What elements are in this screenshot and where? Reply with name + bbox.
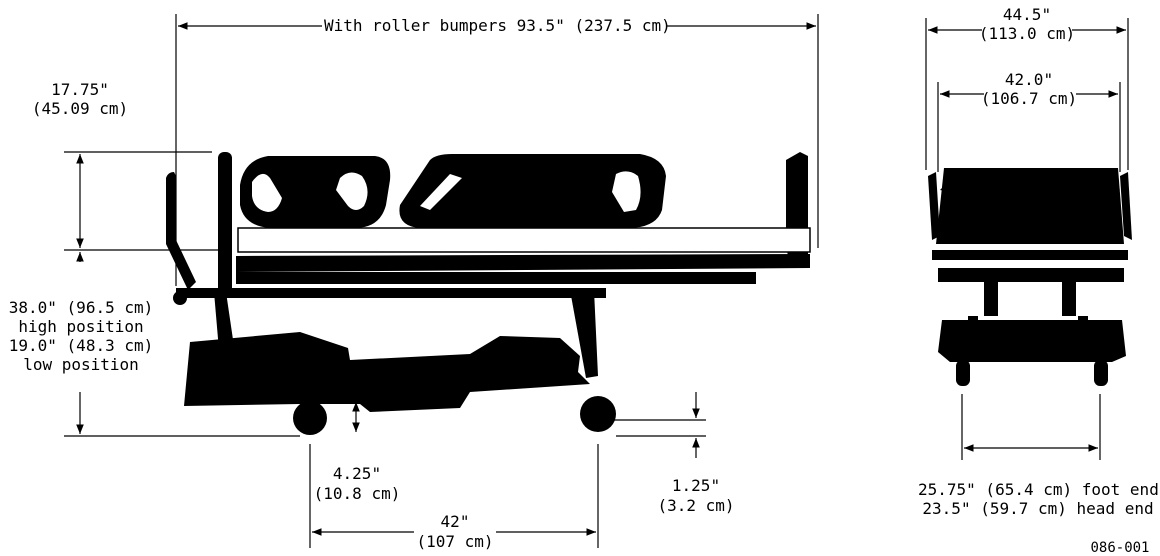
underbed-clearance-in-label: 4.25" bbox=[332, 464, 382, 483]
caster-width-foot-label: 25.75" (65.4 cm) foot end bbox=[918, 480, 1159, 499]
frame-clearance-in-label: 1.25" bbox=[671, 476, 721, 495]
end-view-caster-right bbox=[1094, 360, 1108, 386]
end-view-column-left bbox=[984, 282, 998, 316]
end-view-caster-left bbox=[956, 360, 970, 386]
foot-side-rail bbox=[399, 154, 666, 228]
caster-width-head-label: 23.5" (59.7 cm) head end bbox=[922, 499, 1154, 518]
end-view-bed bbox=[928, 168, 1132, 386]
rail-height-in-label: 17.75" bbox=[51, 80, 109, 99]
overall-length-label: With roller bumpers 93.5" (237.5 cm) bbox=[324, 16, 671, 35]
base-frame bbox=[184, 332, 590, 412]
frame-width-in-label: 42.0" bbox=[1004, 70, 1054, 89]
headboard bbox=[166, 172, 196, 290]
bed-deck bbox=[236, 254, 810, 272]
high-position-text: high position bbox=[18, 317, 144, 336]
low-position-text: low position bbox=[23, 355, 139, 374]
frame-clearance-cm-label: (3.2 cm) bbox=[657, 496, 735, 515]
mattress bbox=[237, 227, 811, 253]
high-position-value: 38.0" (96.5 cm) bbox=[8, 298, 154, 317]
foot-caster bbox=[580, 396, 616, 432]
end-view-column-right bbox=[1062, 282, 1076, 316]
side-view-bed bbox=[166, 152, 810, 435]
underbed-clearance-cm-label: (10.8 cm) bbox=[313, 484, 401, 503]
low-position-value: 19.0" (48.3 cm) bbox=[8, 336, 154, 355]
head-side-rail bbox=[240, 156, 391, 228]
end-view-deck bbox=[936, 168, 1124, 244]
head-caster bbox=[293, 401, 327, 435]
figure-code: 086-001 bbox=[1090, 540, 1150, 556]
end-view-right-rail bbox=[1120, 172, 1132, 240]
overall-width-in-label: 44.5" bbox=[1002, 5, 1052, 24]
end-view-left-rail bbox=[928, 172, 940, 240]
overall-width-cm-label: (113.0 cm) bbox=[978, 24, 1076, 43]
wheelbase-in-label: 42" bbox=[440, 512, 470, 531]
rail-height-cm-label: (45.09 cm) bbox=[31, 99, 129, 118]
wheelbase-cm-label: (107 cm) bbox=[416, 532, 494, 551]
head-post bbox=[218, 152, 232, 294]
frame-width-cm-label: (106.7 cm) bbox=[980, 89, 1078, 108]
end-view-base bbox=[938, 320, 1126, 362]
